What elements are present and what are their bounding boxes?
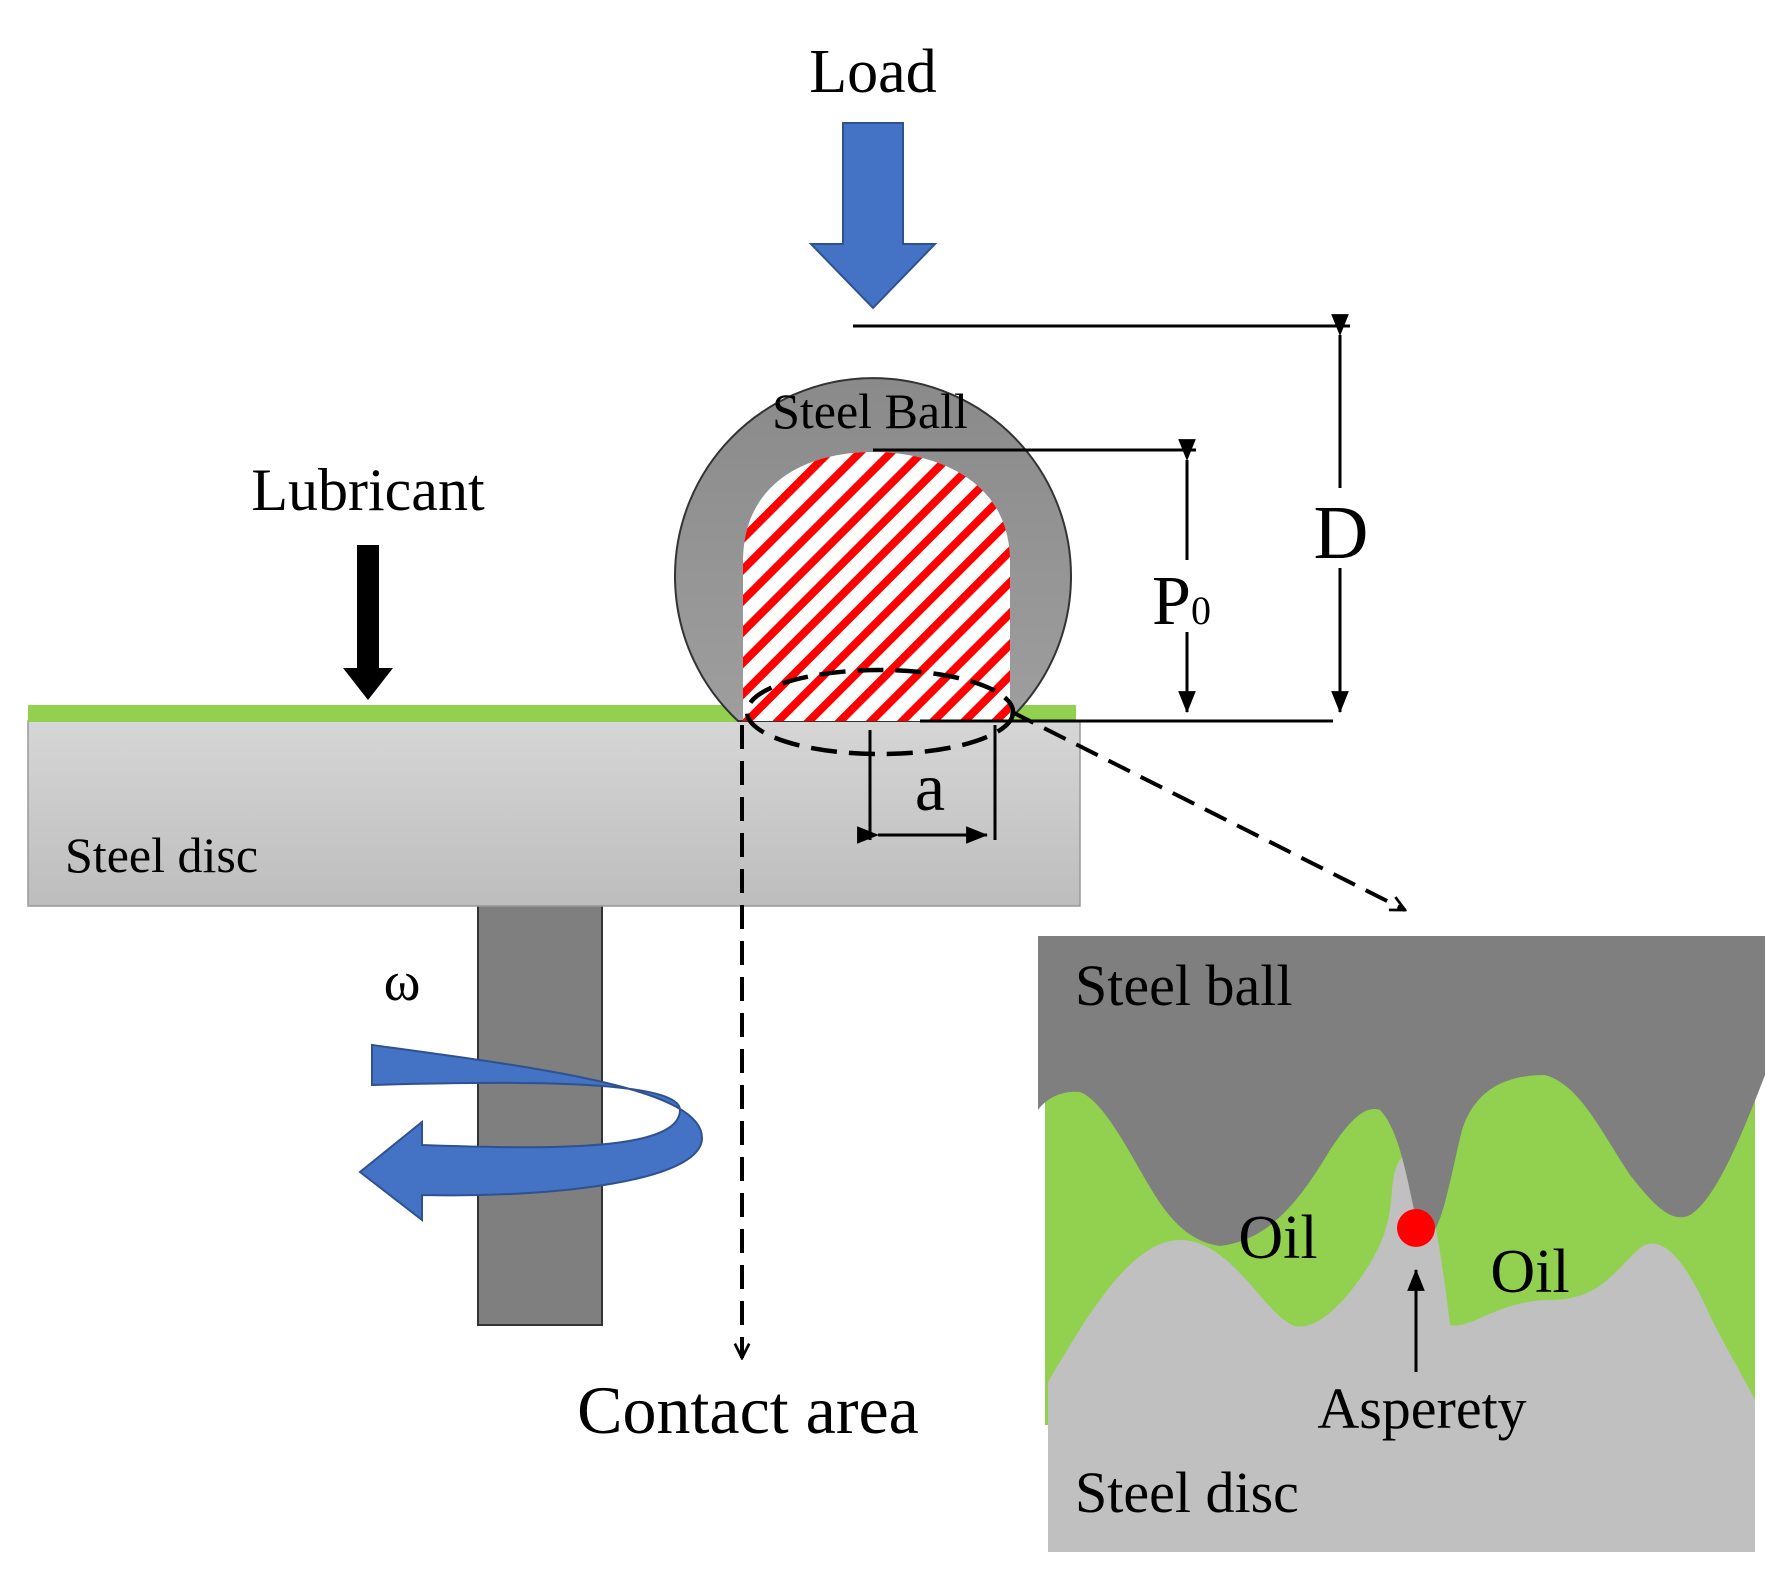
inset-oil-right-label: Oil <box>1490 1238 1569 1306</box>
omega-label: ω <box>384 951 421 1013</box>
diameter-label-bg <box>1300 488 1380 568</box>
hatched-pressure-region <box>743 452 1010 721</box>
pressure-label-sub: 0 <box>1191 588 1211 633</box>
lubricant-arrow-icon <box>343 545 393 700</box>
contact-radius-label: a <box>915 749 945 825</box>
shaft <box>477 904 603 1326</box>
inset-steel-disc-label: Steel disc <box>1075 1460 1299 1525</box>
inset-oil-left-label: Oil <box>1238 1204 1317 1272</box>
lubricant-label: Lubricant <box>251 457 485 523</box>
pressure-label: P0 <box>1152 563 1211 640</box>
asperity-contact-point-icon <box>1397 1209 1435 1247</box>
load-arrow-icon <box>808 122 938 310</box>
pressure-label-main: P <box>1152 563 1191 640</box>
steel-disc-label: Steel disc <box>65 827 258 883</box>
inset-zoom-view <box>1038 936 1765 1552</box>
diameter-label: D <box>1314 491 1369 575</box>
inset-steel-ball <box>1038 936 1765 1246</box>
pressure-label-bg <box>1148 560 1228 632</box>
inset-steel-disc <box>1048 1152 1755 1552</box>
inset-steel-ball-label: Steel ball <box>1075 953 1292 1018</box>
steel-ball-label: Steel Ball <box>772 383 968 439</box>
contact-radius-dimension <box>857 725 997 844</box>
contact-area-label: Contact area <box>577 1372 919 1448</box>
zoom-pointer <box>1011 710 1405 912</box>
rotation-arrow-icon <box>358 1043 704 1223</box>
inset-asperity-label: Asperety <box>1317 1376 1526 1441</box>
load-label: Load <box>809 38 936 106</box>
